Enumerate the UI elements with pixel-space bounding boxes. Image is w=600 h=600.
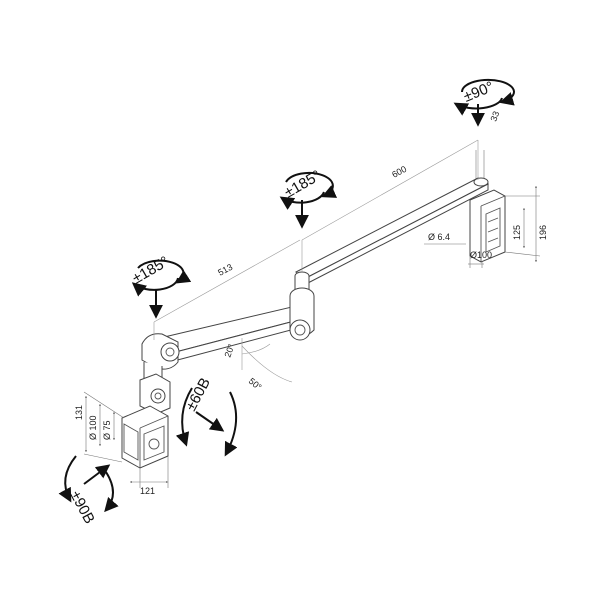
dimension-lower-arm: 513 — [216, 262, 234, 278]
upper-arm — [294, 177, 490, 298]
angle-tilt-up: 50° — [247, 376, 264, 393]
dimension-vesa-100: Ø 100 — [88, 415, 98, 440]
rotation-tilt-label: ±60B — [183, 375, 214, 414]
tilt-joint — [139, 373, 171, 415]
dimension-hole-diameter: Ø 6.4 — [428, 232, 450, 242]
dimension-head-width: 121 — [140, 486, 155, 496]
arm-dimension-lines — [153, 139, 479, 340]
rotation-arrow-middle — [279, 171, 338, 229]
swivel-rotation-arrow — [58, 455, 119, 513]
dimension-top-offset: 33 — [488, 110, 501, 123]
dimension-vesa-height: 131 — [74, 405, 84, 420]
rotation-left-label: ±185° — [130, 253, 173, 287]
dimension-upper-arm: 600 — [390, 164, 408, 180]
rotation-arrow-top — [453, 78, 515, 127]
rotation-swivel-label: ±90B — [66, 488, 97, 527]
dimension-wall-plate-height: 125 — [512, 225, 522, 240]
rotation-top-label: ±90° — [461, 78, 496, 105]
vesa-plate — [121, 405, 169, 469]
elbow-joint — [289, 287, 315, 341]
tilt-angle-indicator — [241, 338, 293, 383]
angle-tilt-down: 20° — [222, 342, 236, 359]
rotation-middle-label: ±185° — [282, 167, 325, 201]
tilt-rotation-arrow — [175, 387, 238, 457]
dimension-vesa-75: Ø 75 — [102, 420, 112, 440]
head-dimension-lines — [83, 391, 169, 488]
rotation-arrow-left — [131, 259, 192, 319]
dimension-overall-height: 196 — [538, 225, 548, 240]
dimension-wall-plate-size: Ø100 — [470, 250, 492, 260]
